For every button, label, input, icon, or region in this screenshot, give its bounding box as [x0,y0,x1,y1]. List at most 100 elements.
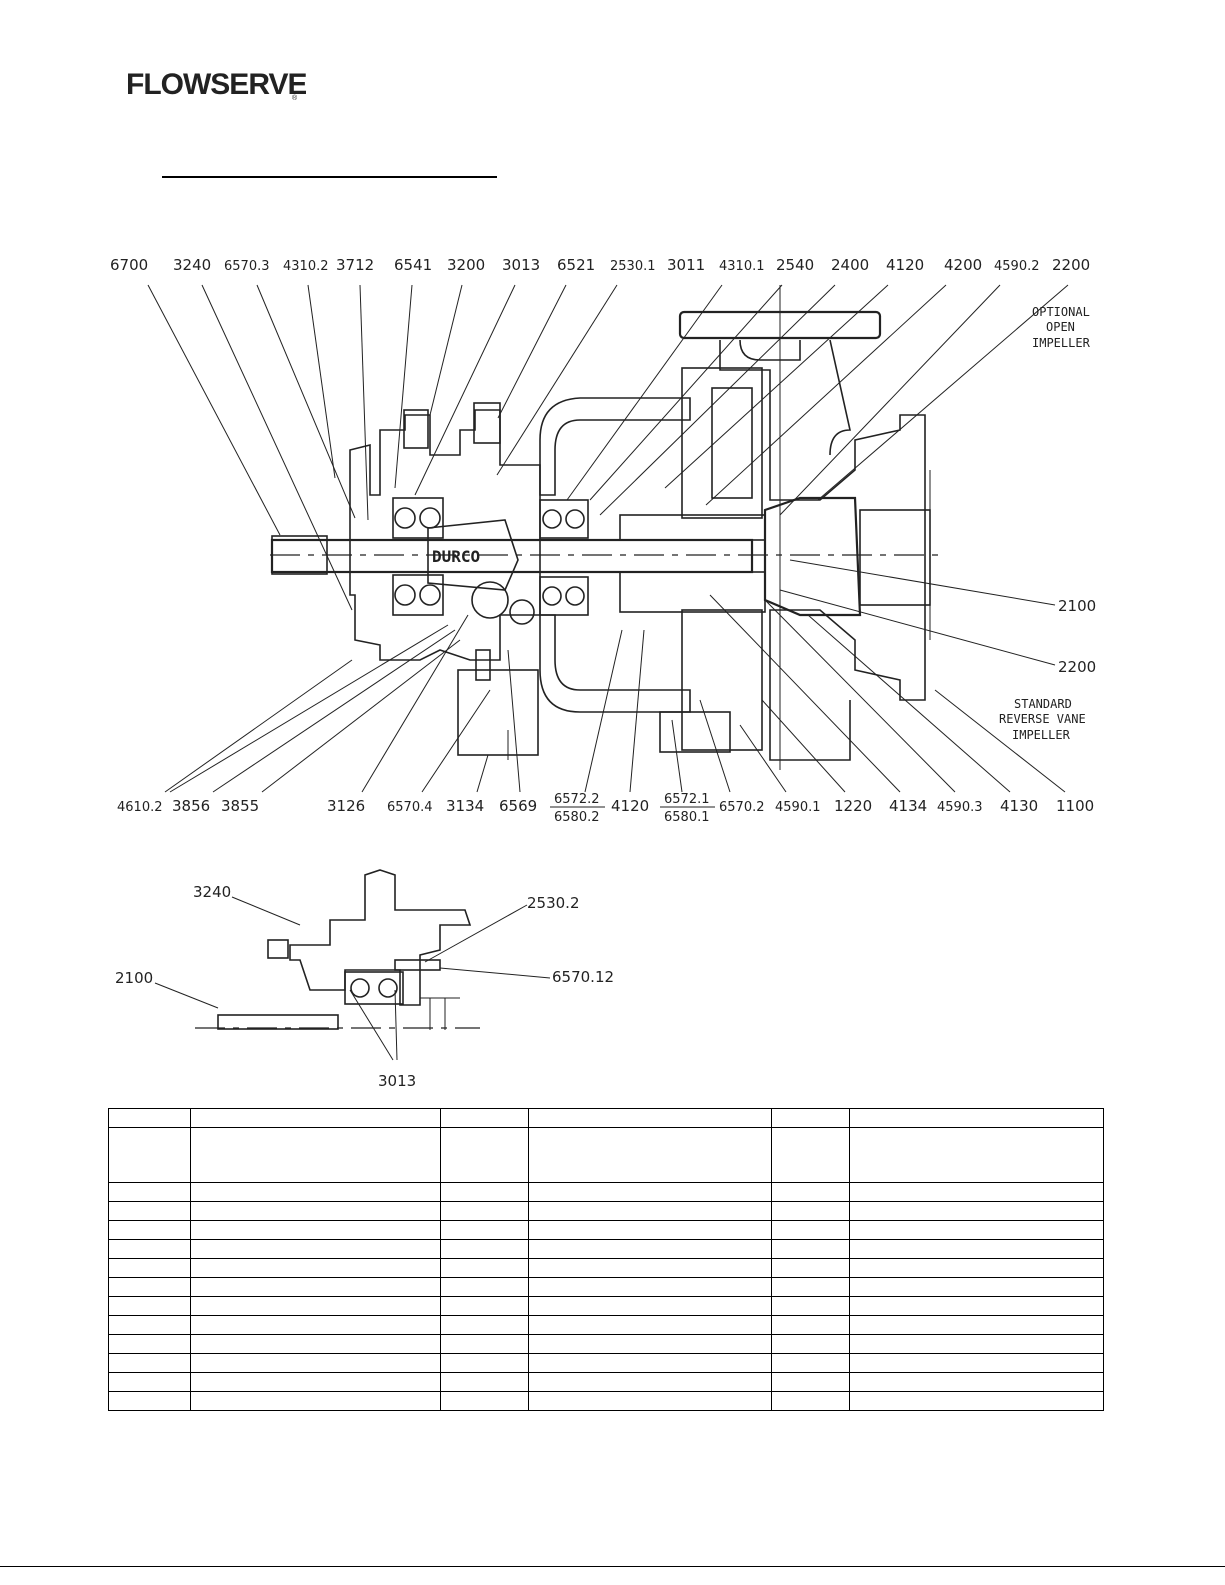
table-row [108,1182,1104,1202]
label-4310-2: 4310.2 [283,259,329,274]
label-2100-right: 2100 [1058,597,1096,615]
note-standard-line-3: IMPELLER [1012,728,1071,742]
label-3011: 3011 [667,256,705,274]
label-6580-1: 6580.1 [664,810,710,825]
table-row [108,1258,1104,1278]
detail-label-3240: 3240 [193,883,231,901]
adapter-bottom [539,614,691,713]
shaft [270,538,754,574]
detail-bearing [344,971,404,1005]
label-6541: 6541 [394,256,432,274]
table-row [108,1334,1104,1354]
label-3712: 3712 [336,256,374,274]
label-4130: 4130 [1000,797,1038,815]
label-2200-top: 2200 [1052,256,1090,274]
bearing-housing [349,409,541,661]
detail-label-2100: 2100 [115,969,153,987]
label-6700: 6700 [110,256,148,274]
label-4610-2: 4610.2 [117,800,163,815]
label-6580-2: 6580.2 [554,810,600,825]
note-standard-line-2: REVERSE VANE [999,712,1086,726]
table-header-row [108,1108,1104,1128]
label-1220: 1220 [834,797,872,815]
adapter-top [539,397,691,496]
breather [403,409,429,449]
table-row [108,1220,1104,1240]
bottom-leader-lines [164,594,1066,793]
durco-plate [427,519,519,591]
note-optional-open-impeller: OPTIONAL OPEN IMPELLER [1032,305,1091,350]
pump-casing [719,340,926,761]
note-optional-line-2: OPEN [1046,320,1075,334]
label-3240: 3240 [173,256,211,274]
note-standard-reverse-vane-impeller: STANDARD REVERSE VANE IMPELLER [999,697,1086,742]
table-row [108,1127,1104,1183]
detail-drawing: 3240 2530.2 2100 6570.12 3013 [115,869,614,1090]
label-3134: 3134 [446,797,484,815]
table-row [108,1353,1104,1373]
label-4120: 4120 [886,256,924,274]
parts-list-table [108,1108,1104,1411]
bearing-foot [457,669,539,756]
seal-chamber-top [681,367,763,519]
logo-text: FLOWSERVE [126,68,306,101]
note-optional-line-1: OPTIONAL [1032,305,1090,319]
pump-cross-section-drawing: 6700 3240 6570.3 4310.2 3712 6541 3200 3… [110,256,1096,1090]
table-row [108,1315,1104,1335]
footer-rule [0,1566,1225,1567]
table-row [108,1201,1104,1221]
table-row [108,1372,1104,1392]
detail-label-3013: 3013 [378,1072,416,1090]
suction-nozzle [859,509,931,606]
label-2200-right: 2200 [1058,658,1096,676]
inboard-bearing-bottom [539,576,589,616]
label-3013: 3013 [502,256,540,274]
label-4200: 4200 [944,256,982,274]
table-row [108,1296,1104,1316]
label-4590-3: 4590.3 [937,800,983,815]
label-4310-1: 4310.1 [719,259,765,274]
label-3126: 3126 [327,797,365,815]
title-underline [162,176,497,178]
table-row [108,1391,1104,1411]
label-6572-1: 6572.1 [664,792,710,807]
packing [619,571,766,613]
label-2400: 2400 [831,256,869,274]
coupling-end [271,535,328,575]
label-6570-3: 6570.3 [224,259,270,274]
bottom-labels: 4610.2 3856 3855 3126 6570.4 3134 6569 6… [117,792,1094,825]
table-row [108,1239,1104,1259]
detail-label-2530-2: 2530.2 [527,894,580,912]
label-6521: 6521 [557,256,595,274]
detail-label-6570-12: 6570.12 [552,968,614,986]
label-6570-2: 6570.2 [719,800,765,815]
label-2540: 2540 [776,256,814,274]
label-1100: 1100 [1056,797,1094,815]
pump-assembly: DURCO [270,285,931,770]
impeller [763,496,862,617]
right-labels: 2100 2200 [779,559,1096,676]
label-4134: 4134 [889,797,927,815]
label-4120-bottom: 4120 [611,797,649,815]
outboard-bearing-top [392,497,444,539]
label-3200: 3200 [447,256,485,274]
label-6570-4: 6570.4 [387,800,433,815]
volute-inner [739,339,801,361]
detail-housing [289,869,472,1006]
table-row [108,1277,1104,1297]
outboard-bearing-bottom [392,574,444,616]
inboard-bearing-top [539,499,589,539]
oil-ring [471,581,509,619]
label-4590-1: 4590.1 [775,800,821,815]
note-optional-line-3: IMPELLER [1032,336,1091,350]
label-6569: 6569 [499,797,537,815]
seal-chamber-bottom [681,609,763,751]
flowserve-logo: FLOWSERVE ® [126,68,306,102]
top-labels: 6700 3240 6570.3 4310.2 3712 6541 3200 3… [110,256,1090,274]
label-6572-2: 6572.2 [554,792,600,807]
oil-fill [473,402,501,444]
label-2530-1: 2530.1 [610,259,656,274]
label-3855: 3855 [221,797,259,815]
label-4590-2: 4590.2 [994,259,1040,274]
label-3856: 3856 [172,797,210,815]
